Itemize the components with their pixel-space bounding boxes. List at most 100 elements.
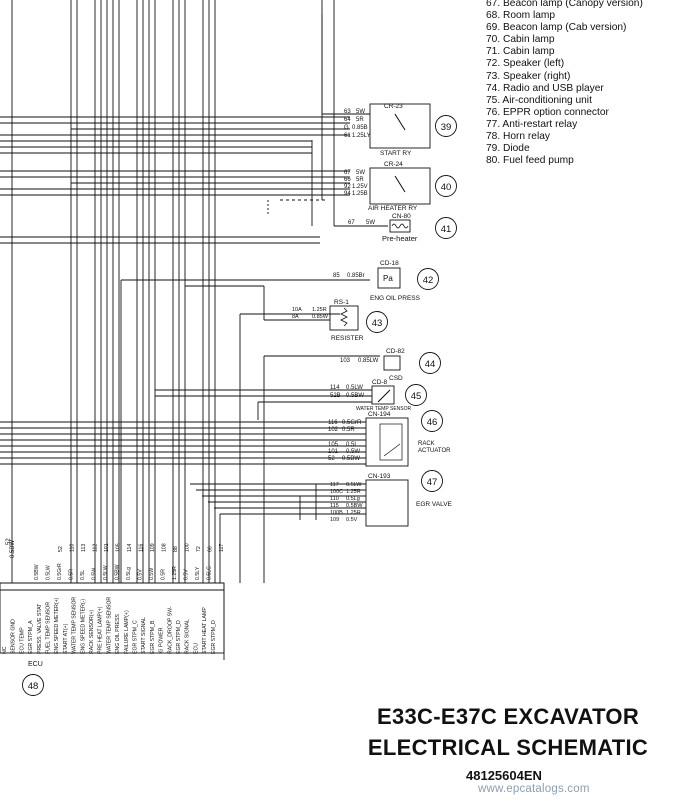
ecu-wire-label: 0.5W <box>92 568 98 580</box>
svg-text:92: 92 <box>344 184 351 190</box>
svg-text:0.5BW: 0.5BW <box>346 503 363 509</box>
ecu-pin-label: EGR STPM_D <box>176 620 182 654</box>
svg-text:CN-194: CN-194 <box>368 411 391 418</box>
svg-text:1.25R: 1.25R <box>346 489 361 495</box>
svg-text:0.5GrR: 0.5GrR <box>342 420 362 426</box>
svg-text:EGR VALVE: EGR VALVE <box>416 501 453 508</box>
ecu-pin-label: ECU TEMP <box>19 627 25 654</box>
ecu-pin-label: PRESS. VALVE STAT <box>37 603 43 654</box>
ecu-pin-label: EGR STPM_C <box>133 620 139 654</box>
legend-item: 77. Anti-restart relay <box>486 118 578 130</box>
svg-text:ENG OIL PRESS: ENG OIL PRESS <box>370 295 421 302</box>
svg-text:AIR HEATER RY: AIR HEATER RY <box>368 205 418 212</box>
svg-text:CD-18: CD-18 <box>380 260 399 267</box>
ecu-wire-label: 0.5Lg <box>126 567 132 580</box>
svg-text:48: 48 <box>28 681 39 692</box>
ecu-pin-label: NC <box>2 646 8 654</box>
ecu-pin-label: FAILURE LAMP(+) <box>124 610 130 654</box>
svg-text:67: 67 <box>348 220 355 226</box>
pre-heater-cn80: CN-80 Pre-heater 41 67 5W <box>348 213 457 243</box>
ecu-pin-label: ENG OIL PRESS <box>115 614 121 654</box>
legend-item: 70. Cabin lamp <box>486 34 555 46</box>
svg-text:0.5BW: 0.5BW <box>342 456 360 462</box>
ecu-wire-label: 0.5W <box>149 568 155 580</box>
ecu-wire-label: 0.5R <box>161 569 167 580</box>
svg-text:CD-82: CD-82 <box>386 348 405 355</box>
ecu-wire-number: 66 <box>208 546 214 552</box>
svg-text:0.5LW: 0.5LW <box>346 385 363 391</box>
svg-text:41: 41 <box>441 224 452 235</box>
ecu-wire-number: 100 <box>185 543 191 552</box>
svg-text:CR-24: CR-24 <box>384 161 403 168</box>
start-relay-cr23: CR-23 START RY 39 63 5W 64 5R G 0.85B 61… <box>344 103 457 157</box>
svg-text:Pre-heater: Pre-heater <box>382 234 418 243</box>
ecu-pin-label: WATER TEMP SENSOR <box>106 597 112 654</box>
svg-text:105: 105 <box>328 442 339 448</box>
svg-text:0.85W: 0.85W <box>312 314 329 320</box>
ecu-wire-number: 114 <box>127 544 133 552</box>
legend-item: 72. Speaker (left) <box>486 58 565 70</box>
ecu-wire-number: 105 <box>116 543 122 552</box>
svg-text:43: 43 <box>372 318 383 329</box>
water-temp-sensor-cd8: CD-8 WATER TEMP SENSOR 45 114 0.5LW 52B … <box>330 379 427 412</box>
callout-48 <box>22 674 44 696</box>
callout-44 <box>419 352 441 374</box>
svg-text:61: 61 <box>344 133 351 139</box>
svg-text:47: 47 <box>427 477 438 488</box>
ecu-pin-label: RACK_DROOP SW- <box>167 606 173 654</box>
svg-text:8A: 8A <box>292 314 299 320</box>
ecu-pin-label: RACK SIGNAL <box>185 619 191 654</box>
rack-label: RACK <box>418 441 435 447</box>
svg-text:66: 66 <box>344 177 351 183</box>
svg-text:110: 110 <box>330 496 339 502</box>
svg-text:103: 103 <box>340 358 351 364</box>
ecu-wire-label: 1.25R <box>172 566 178 580</box>
svg-text:52: 52 <box>328 456 335 462</box>
svg-text:52B: 52B <box>330 393 341 399</box>
svg-text:RS-1: RS-1 <box>334 299 349 306</box>
legend-item: 75. Air-conditioning unit <box>486 94 592 106</box>
ecu-pin-label: IG POWER <box>159 627 165 654</box>
ecu-wire-number: 113 <box>81 544 87 552</box>
callout-43 <box>366 311 388 333</box>
ecu-pin-label: EGR STPM_B <box>150 620 156 654</box>
svg-text:Pa: Pa <box>383 274 393 283</box>
svg-text:45: 45 <box>411 391 422 402</box>
svg-text:1.25LY: 1.25LY <box>352 133 371 139</box>
svg-text:109: 109 <box>330 517 339 523</box>
ecu-pin-label: FUEL TEMP SENSOR <box>46 602 52 654</box>
ecu-wire-number: 112 <box>93 544 99 552</box>
svg-text:94: 94 <box>344 191 351 197</box>
ecu-pin-label: ENG SPEED METER(-) <box>80 599 86 654</box>
svg-text:CN-193: CN-193 <box>368 473 391 480</box>
ecu-wire-number: 88 <box>173 546 179 552</box>
callout-45 <box>405 384 427 406</box>
callout-39-label: 39 <box>441 122 452 133</box>
svg-text:67: 67 <box>344 170 351 176</box>
ecu-wire-number: 108 <box>162 543 168 552</box>
legend-item: 68. Room lamp <box>486 10 556 22</box>
legend-item: 73. Speaker (right) <box>486 70 571 82</box>
legend-item: 67. Beacon lamp (Canopy version) <box>486 0 643 9</box>
legend-item: 80. Fuel feed pump <box>486 155 574 167</box>
svg-text:100B: 100B <box>330 510 343 516</box>
svg-text:0.5V: 0.5V <box>346 517 358 523</box>
svg-text:1.25V: 1.25V <box>352 184 368 190</box>
svg-text:0.5W: 0.5W <box>346 449 360 455</box>
legend-item: 79. Diode <box>486 143 530 155</box>
svg-text:5R: 5R <box>356 177 364 183</box>
legend-item: 71. Cabin lamp <box>486 46 555 58</box>
relay-ref-cr23: CR-23 <box>384 103 403 110</box>
svg-text:101: 101 <box>328 449 339 455</box>
ecu-pin-label: START HEAT LAMP <box>202 607 208 654</box>
svg-text:1.25R: 1.25R <box>312 307 327 313</box>
svg-text:0.85LW: 0.85LW <box>358 358 379 364</box>
svg-text:0.5BW: 0.5BW <box>346 393 364 399</box>
svg-text:42: 42 <box>423 275 434 286</box>
ecu-wire-label: 0.5V <box>138 569 144 580</box>
relay-label-start: START RY <box>380 150 412 157</box>
svg-text:RESISTER: RESISTER <box>331 335 364 342</box>
ecu-wire-label: 0.5GrR <box>57 563 63 580</box>
ecu-pin-label: SENSOR GND <box>11 619 17 654</box>
legend-item: 76. EPPR option connector <box>486 106 609 118</box>
